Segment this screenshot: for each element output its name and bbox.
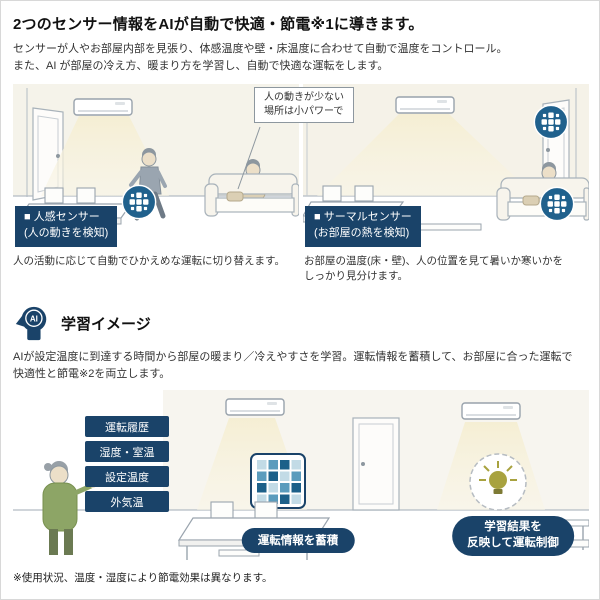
motion-sensor-panel: ■ 人感センサー (人の動きを検知) [13,83,299,247]
learning-illustration: 運転履歴 湿度・室温 設定温度 外気温 運転情報を蓄積 学習結果を 反映して運転… [13,390,589,563]
chip-operation-history: 運転履歴 [85,416,169,438]
thermal-sensor-panel: ■ サーマルセンサー (お部屋の熱を検知) [303,83,589,247]
door [352,417,400,512]
standing-person [42,461,96,556]
learning-input-chips: 運転履歴 湿度・室温 設定温度 外気温 [85,416,169,513]
lightbulb-icon [469,453,527,512]
intro-line-2: また、AI が部屋の冷え方、暖まり方を学習し、自動で快適な運転をします。 [13,59,389,72]
chip-set-temp: 設定温度 [85,466,169,488]
thermal-sensor-label: ■ サーマルセンサー (お部屋の熱を検知) [305,206,421,247]
light-beam [317,114,535,196]
thermal-sensor-illustration [303,84,589,246]
accumulate-badge: 運転情報を蓄積 [241,528,355,554]
learning-description: AIが設定温度に到達する時間から部屋の暖まり／冷えやすさを学習。運転情報を蓄積し… [13,351,573,380]
air-conditioner [225,398,285,417]
ai-icon-label: AI [30,315,38,324]
air-conditioner [73,98,133,116]
ai-learning-section-header: AI 学習イメージ [13,304,587,342]
low-power-callout: 人の動きが少ない 場所は小パワーで [254,87,354,123]
sensor-panels: ■ 人感センサー (人の動きを検知) [13,83,589,247]
motion-sensor-label-title: ■ 人感センサー [24,211,100,224]
intro-line-1: センサーが人やお部屋内部を見張り、体感温度や壁・床温度に合わせて自動で温度をコン… [13,43,508,55]
sensor-icon [539,186,575,222]
chip-outdoor-temp: 外気温 [85,491,169,513]
thermal-sensor-label-title: ■ サーマルセンサー [314,211,412,224]
motion-sensor-caption: 人の活動に応じて自動でひかえめな運転に切り替えます。 [13,255,285,267]
sensor-captions: 人の活動に応じて自動でひかえめな運転に切り替えます。 お部屋の温度(床・壁)、人… [13,254,587,284]
chip-humidity-room-temp: 湿度・室温 [85,441,169,463]
footnote: ※使用状況、温度・湿度により節電効果は異なります。 [13,572,273,585]
ai-head-icon: AI [15,307,47,341]
air-conditioner [395,96,455,114]
data-grid-icon [250,453,306,510]
air-conditioner [461,402,521,421]
sensor-icon [533,104,569,140]
motion-sensor-label: ■ 人感センサー (人の動きを検知) [15,206,118,247]
motion-sensor-label-sub: (人の動きを検知) [24,227,109,240]
sensor-icon [121,184,157,220]
callout-line-1: 人の動きが少ない [264,92,344,103]
thermal-sensor-caption: お部屋の温度(床・壁)、人の位置を見て暑いか寒いかを しっかり見分けます。 [304,255,563,283]
learning-heading: 学習イメージ [61,315,151,333]
callout-line-2: 場所は小パワーで [264,106,344,117]
intro-text: センサーが人やお部屋内部を見張り、体感温度や壁・床温度に合わせて自動で温度をコン… [13,41,587,74]
page-title: 2つのセンサー情報をAIが自動で快適・節電※1に導きます。 [13,16,424,33]
reflect-badge: 学習結果を 反映して運転制御 [452,516,574,557]
thermal-sensor-label-sub: (お部屋の熱を検知) [314,227,410,240]
